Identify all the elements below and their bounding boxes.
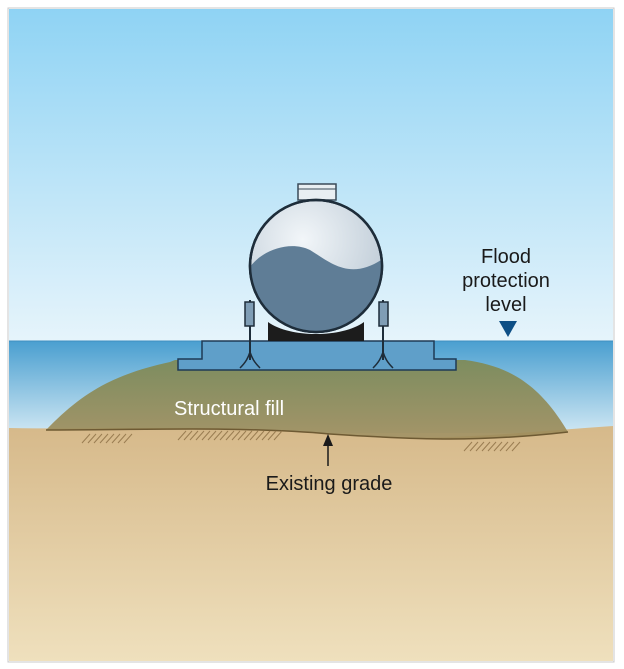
tank-saddle xyxy=(268,322,364,341)
tank-manway xyxy=(297,183,337,201)
existing-ground xyxy=(9,426,613,661)
tank-liquid xyxy=(250,246,382,332)
storage-tank xyxy=(248,183,384,334)
existing-grade-arrow xyxy=(323,434,333,466)
flood-label-line-1: Flood xyxy=(481,246,531,268)
existing-grade-line xyxy=(45,428,569,440)
structural-fill-label: Structural fill xyxy=(174,398,284,420)
tie-down-anchors xyxy=(239,300,394,369)
soil-hatching xyxy=(81,430,521,452)
flood-label-line-2: protection xyxy=(462,270,550,292)
flood-level-marker-icon xyxy=(499,321,517,337)
existing-grade-label: Existing grade xyxy=(266,473,393,495)
concrete-base-slab xyxy=(177,340,457,371)
flood-label-line-3: level xyxy=(485,294,526,316)
structural-fill-mound xyxy=(46,360,568,439)
